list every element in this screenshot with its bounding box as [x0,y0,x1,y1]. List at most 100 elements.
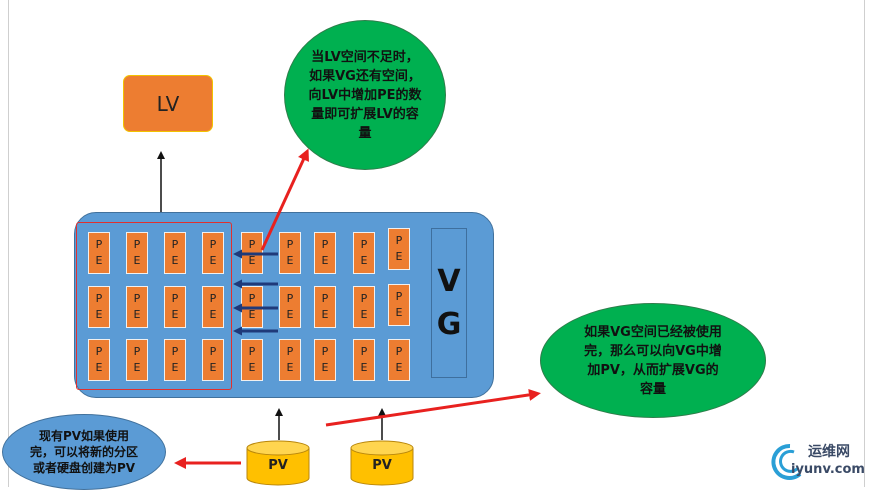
pe-letter-p: P [395,345,403,359]
pe-letter-e: E [395,306,403,319]
pe-letter-e: E [395,361,403,374]
lv-box: LV [123,75,213,132]
pe-letter-e: E [248,361,256,374]
pe-letter-e: E [209,254,217,267]
pe-letter-p: P [360,238,368,252]
pe-letter-e: E [133,308,141,321]
pe-letter-p: P [360,292,368,306]
pe-letter-p: P [209,238,217,252]
pe-letter-e: E [395,250,403,263]
pe-letter-e: E [95,308,103,321]
pv-cylinder-2: PV [350,440,414,486]
pe-letter-p: P [321,292,329,306]
pe-letter-e: E [321,361,329,374]
pe-letter-p: P [95,292,103,306]
pe-letter-e: E [360,254,368,267]
pe-letter-e: E [95,361,103,374]
watermark-logo-icon [771,443,802,480]
pe-letter-p: P [395,234,403,248]
pe-letter-p: P [171,238,179,252]
bubble-lv-extend-text: 当LV空间不足时，如果VG还有空间，向LV中增加PE的数量即可扩展LV的容量 [308,49,422,141]
pe-letter-e: E [171,361,179,374]
bubble-vg-extend-text: 如果VG空间已经被使用完，那么可以向VG中增加PV，从而扩展VG的容量 [584,324,722,397]
pe-letter-e: E [171,254,179,267]
pe-letter-p: P [171,345,179,359]
pe-letter-p: P [286,345,294,359]
right-border-line [864,0,865,487]
vg-letter-g: G [436,307,462,342]
bubble-pv-create-text: 现有PV如果使用完，可以将新的分区或者硬盘创建为PV [29,429,138,475]
pv-label-1: PV [268,458,288,473]
pe-letter-e: E [95,254,103,267]
pv-label-2: PV [372,458,392,473]
pe-letter-p: P [321,345,329,359]
pe-letter-e: E [171,308,179,321]
watermark-url: iyunv.com [791,462,865,477]
pe-letter-p: P [395,290,403,304]
pe-letter-e: E [360,308,368,321]
pe-letter-e: E [248,308,256,321]
pe-letter-e: E [209,308,217,321]
vg-label-box: V G [431,228,467,378]
pe-letter-e: E [286,308,294,321]
pe-letter-p: P [248,292,256,306]
lv-label: LV [156,91,180,116]
cylinder-icon [246,440,310,486]
pv-cylinder-1: PV [246,440,310,486]
pe-letter-e: E [133,361,141,374]
pe-letter-p: P [248,238,256,252]
cylinder-icon [350,440,414,486]
pe-letter-p: P [360,345,368,359]
arrow-pv-to-bubble [325,388,541,427]
pe-letter-e: E [133,254,141,267]
lv-pe-selection-box [76,222,232,390]
pe-letter-p: P [133,345,141,359]
pe-letter-p: P [209,292,217,306]
left-border-line [8,0,9,487]
pe-letter-p: P [133,238,141,252]
arrow-pe-to-bubble [260,148,309,251]
pe-letter-p: P [133,292,141,306]
pe-letter-e: E [286,254,294,267]
pe-letter-e: E [286,361,294,374]
pe-letter-p: P [95,238,103,252]
pe-letter-e: E [209,361,217,374]
pe-letter-p: P [248,345,256,359]
pe-letter-e: E [321,254,329,267]
bubble-lv-extend: 当LV空间不足时，如果VG还有空间，向LV中增加PE的数量即可扩展LV的容量 [284,20,446,170]
pe-letter-p: P [286,292,294,306]
pe-letter-e: E [321,308,329,321]
watermark-cn: 运维网 [808,444,850,460]
pe-letter-p: P [286,238,294,252]
pe-letter-e: E [248,254,256,267]
pe-letter-p: P [321,238,329,252]
bubble-vg-extend: 如果VG空间已经被使用完，那么可以向VG中增加PV，从而扩展VG的容量 [540,303,766,418]
vg-letter-v: V [437,263,461,299]
pe-letter-e: E [360,361,368,374]
bubble-pv-create: 现有PV如果使用完，可以将新的分区或者硬盘创建为PV [2,414,166,490]
